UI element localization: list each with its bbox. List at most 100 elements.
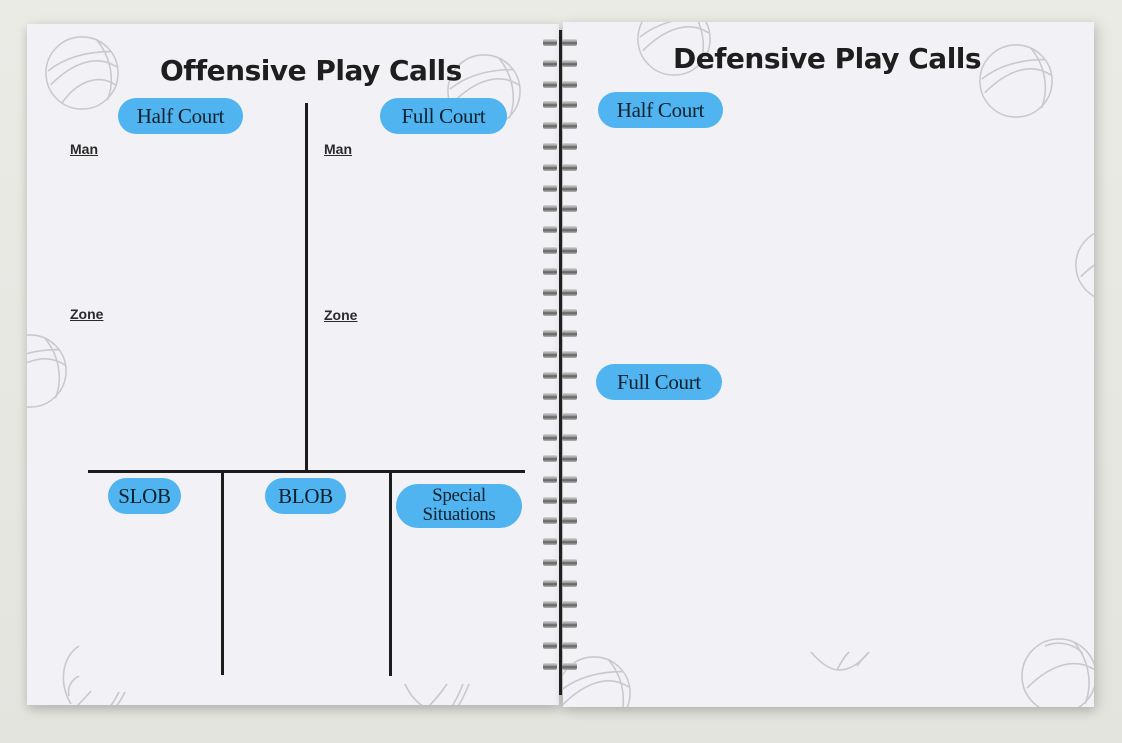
coil-loop xyxy=(562,371,577,379)
coil-loop xyxy=(562,330,577,338)
coil-loop xyxy=(543,267,557,275)
coil-loop xyxy=(562,226,577,234)
coil-loop xyxy=(562,184,577,192)
coil-loop xyxy=(543,39,557,46)
coil-loop xyxy=(562,392,577,400)
coil-loop xyxy=(562,455,577,462)
coil-loop xyxy=(562,538,577,546)
spiral-coil xyxy=(540,350,580,360)
spiral-coil xyxy=(540,579,580,589)
coil-loop xyxy=(543,579,557,587)
spiral-coil xyxy=(540,204,580,214)
basketball-icon xyxy=(807,648,877,678)
spiral-coil xyxy=(540,329,580,339)
spiral-coil xyxy=(540,267,580,277)
half-court-pill: Half Court xyxy=(118,98,243,134)
spiral-coil xyxy=(540,641,580,651)
spiral-coil xyxy=(540,38,580,48)
spiral-coil xyxy=(540,288,580,298)
coil-loop xyxy=(562,101,577,109)
half-court-pill: Half Court xyxy=(598,92,723,128)
spiral-coil xyxy=(540,496,580,506)
spiral-coil xyxy=(540,516,580,526)
coil-loop xyxy=(562,288,577,296)
spiral-coil xyxy=(540,121,580,131)
coil-loop xyxy=(562,663,577,670)
zone-label: Zone xyxy=(324,307,358,323)
special-situations-pill: Special Situations xyxy=(396,484,522,528)
spiral-coil xyxy=(540,620,580,630)
special-line-2: Situations xyxy=(422,504,496,525)
coil-loop xyxy=(543,143,557,150)
spiral-coil xyxy=(540,142,580,152)
coil-loop xyxy=(543,455,557,462)
coil-loop xyxy=(543,392,557,400)
section-divider xyxy=(88,470,525,473)
coil-loop xyxy=(562,59,577,67)
spiral-coil xyxy=(540,433,580,443)
slob-pill: SLOB xyxy=(108,478,181,514)
spiral-coil xyxy=(540,246,580,256)
spiral-spine xyxy=(559,30,562,695)
basketball-icon xyxy=(1019,636,1094,707)
basketball-icon xyxy=(1073,226,1094,304)
defensive-page: Defensive Play Calls Half Court Full Cou… xyxy=(563,22,1094,707)
spiral-binding xyxy=(540,30,580,695)
basketball-icon xyxy=(977,42,1055,120)
coil-loop xyxy=(543,247,557,254)
full-court-pill: Full Court xyxy=(380,98,507,134)
coil-loop xyxy=(562,205,577,213)
coil-loop xyxy=(562,434,577,442)
basketball-icon xyxy=(43,34,121,112)
spiral-coil xyxy=(540,475,580,485)
blob-pill: BLOB xyxy=(265,478,346,514)
spiral-coil xyxy=(540,59,580,69)
coil-loop xyxy=(543,663,557,670)
coil-loop xyxy=(562,517,577,525)
coil-loop xyxy=(543,330,557,338)
full-court-pill: Full Court xyxy=(596,364,722,400)
coil-loop xyxy=(543,309,557,317)
coil-loop xyxy=(543,205,557,213)
coil-loop xyxy=(562,559,577,566)
column-divider xyxy=(305,103,308,471)
coil-loop xyxy=(562,309,577,317)
spiral-coil xyxy=(540,225,580,235)
coil-loop xyxy=(543,122,557,130)
coil-loop xyxy=(543,351,557,358)
coil-loop xyxy=(543,371,557,379)
coil-loop xyxy=(562,413,577,421)
coil-loop xyxy=(543,184,557,192)
spiral-coil xyxy=(540,662,580,672)
coil-loop xyxy=(543,226,557,234)
spiral-coil xyxy=(540,454,580,464)
offensive-page: Offensive Play Calls Half Court Man Zone… xyxy=(27,24,559,705)
coil-loop xyxy=(562,267,577,275)
coil-loop xyxy=(562,163,577,171)
coil-loop xyxy=(543,642,557,650)
coil-loop xyxy=(562,642,577,650)
spiral-coil xyxy=(540,412,580,422)
spiral-coil xyxy=(540,537,580,547)
spiral-coil xyxy=(540,100,580,110)
special-line-1: Special xyxy=(432,485,486,507)
page-title: Defensive Play Calls xyxy=(673,42,982,75)
spiral-coil xyxy=(540,558,580,568)
basketball-icon xyxy=(563,654,633,707)
coil-loop xyxy=(562,122,577,130)
man-label: Man xyxy=(324,141,352,157)
coil-loop xyxy=(543,517,557,525)
coil-loop xyxy=(543,80,557,88)
page-title: Offensive Play Calls xyxy=(160,54,462,87)
spiral-coil xyxy=(540,184,580,194)
coil-loop xyxy=(543,101,557,109)
column-divider xyxy=(221,471,224,675)
coil-loop xyxy=(562,80,577,88)
coil-loop xyxy=(543,621,557,629)
basketball-icon xyxy=(49,636,149,705)
column-divider xyxy=(389,471,392,676)
basketball-icon xyxy=(635,22,713,78)
spiral-coil xyxy=(540,371,580,381)
coil-loop xyxy=(562,475,577,483)
coil-loop xyxy=(562,351,577,358)
